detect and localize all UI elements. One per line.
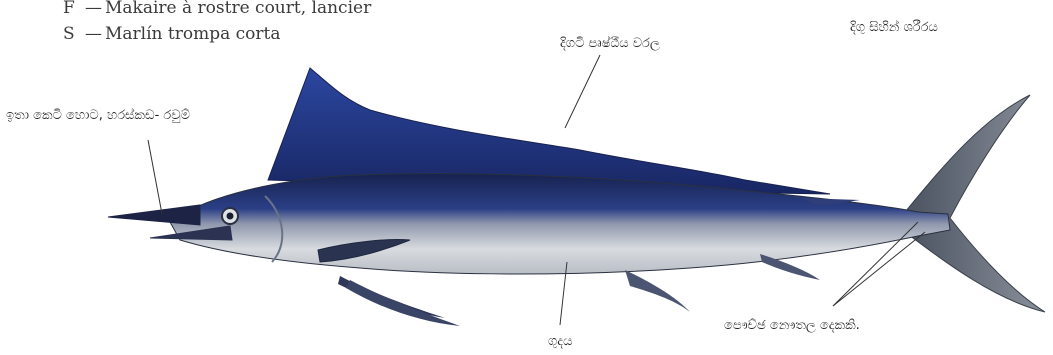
label-body: දිගු සිහින් ශරීරය (850, 20, 938, 35)
anal-fin (625, 270, 690, 312)
label-belly: ගුදය (548, 334, 572, 349)
bill (108, 205, 200, 225)
label-bill: ඉතා කෙටි හොට, හරස්කඩ- රවුම් (6, 108, 190, 123)
leader-bill (148, 140, 162, 214)
pelvic-fin-2 (346, 280, 460, 326)
tail-fin (905, 95, 1045, 312)
leader-dorsal (565, 55, 600, 128)
label-keels: පෞච්ඡ නෞතල දෙකකි. (724, 318, 860, 333)
pupil (227, 213, 234, 220)
label-dorsal-fin: දිගටි පෘෂ්ඨීය වරල (560, 36, 660, 51)
body (170, 174, 950, 274)
